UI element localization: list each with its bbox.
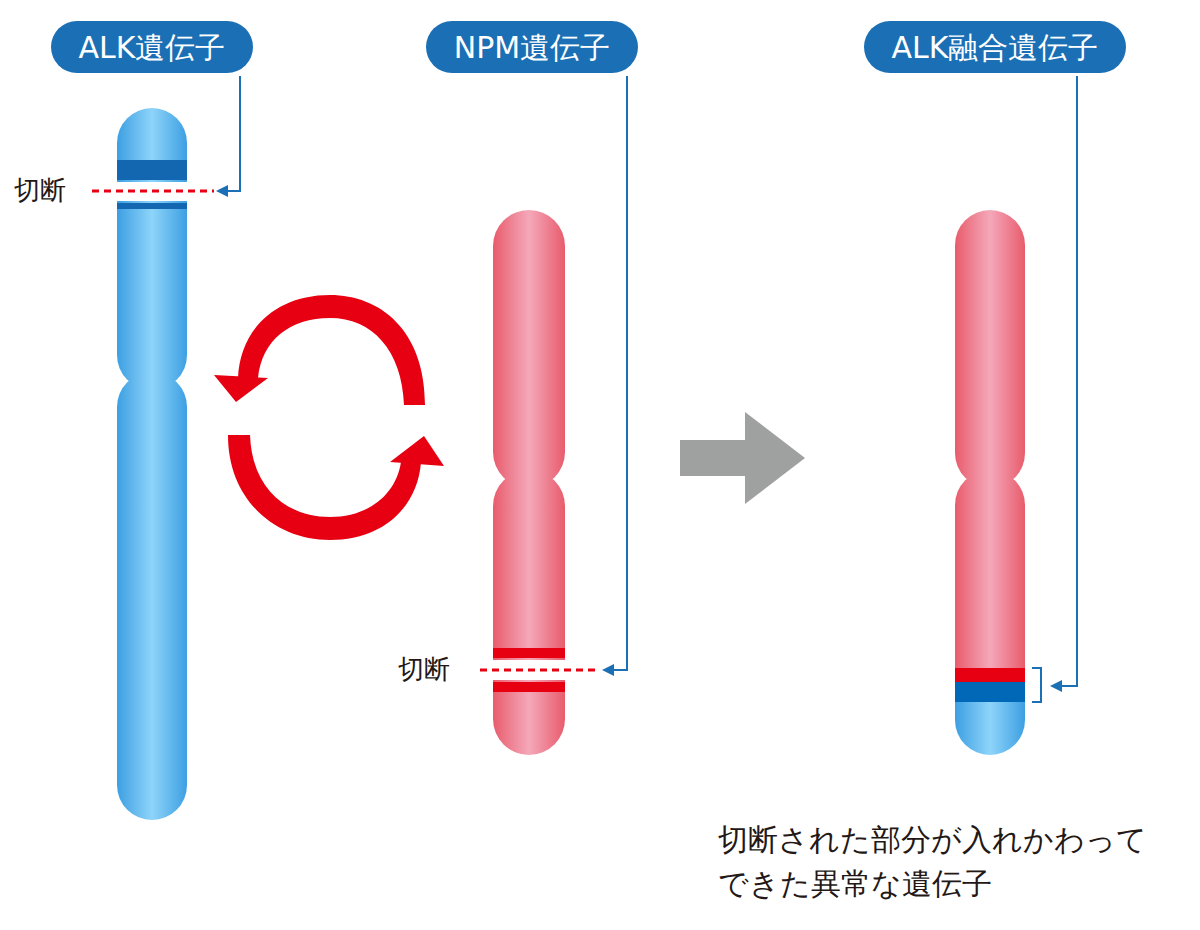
alk-chromosome bbox=[117, 108, 187, 820]
cut-label: 切断 bbox=[398, 654, 450, 685]
fusion-chromosome bbox=[955, 210, 1025, 762]
result-arrow bbox=[680, 412, 805, 504]
bracket bbox=[1032, 668, 1041, 702]
gene-name: NPM遺伝子 bbox=[454, 31, 610, 64]
leader-arrowhead bbox=[216, 185, 228, 197]
cut-label: 切断 bbox=[14, 175, 66, 206]
gene-label-pill: ALK遺伝子 bbox=[51, 21, 254, 73]
gene-label-pill: ALK融合遺伝子 bbox=[864, 21, 1127, 73]
cut-line bbox=[480, 669, 600, 672]
gene-name: ALK融合遺伝子 bbox=[892, 31, 1099, 64]
cut-line bbox=[92, 190, 214, 193]
npm-chromosome bbox=[493, 210, 565, 755]
note-text: 切断された部分が入れかわってできた異常な遺伝子 bbox=[718, 818, 1163, 905]
gene-label-pill: NPM遺伝子 bbox=[426, 21, 638, 73]
leader-line bbox=[1060, 76, 1077, 686]
leader-line bbox=[612, 76, 627, 670]
leader-arrowhead bbox=[602, 664, 614, 676]
gene-name: ALK遺伝子 bbox=[79, 31, 226, 64]
exchange-arrows bbox=[214, 295, 444, 540]
leader-arrowhead bbox=[1050, 680, 1062, 692]
leader-line bbox=[226, 76, 240, 191]
